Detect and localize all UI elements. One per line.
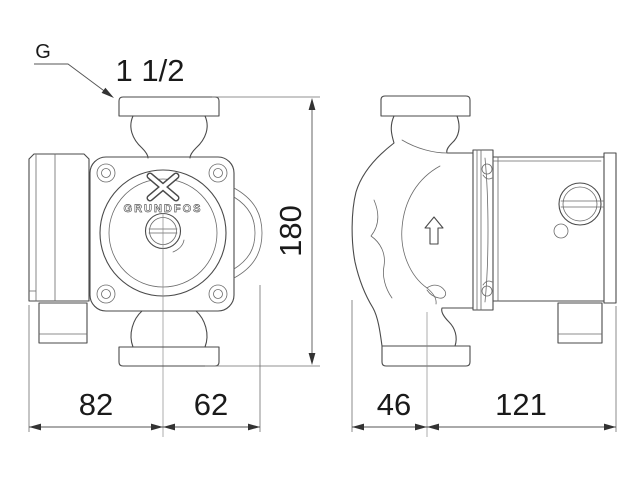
dim-value-121: 121: [495, 387, 547, 422]
terminal-box-front: [28, 153, 90, 344]
vent-hole: [553, 223, 569, 239]
volute-outline-right: [446, 115, 474, 154]
corner-bolts: [96, 163, 228, 304]
dimension-front-width: 82 62: [28, 285, 261, 432]
pump-body-front: [89, 156, 235, 312]
front-top-port-flange: [118, 96, 220, 117]
volute-outline: [351, 115, 395, 347]
thread-size-label: 1 1/2: [116, 53, 185, 88]
volute-outline-bottom: [441, 307, 474, 347]
grundfos-logo-icon: [146, 172, 180, 202]
front-top-neck: [130, 115, 208, 159]
slotted-plug-icon: [144, 212, 185, 253]
side-view: [351, 95, 617, 437]
side-bottom-port-flange: [381, 345, 471, 367]
motor-plug-icon: [558, 182, 605, 226]
dim-value-46: 46: [377, 387, 411, 422]
front-view: GRUNDFOS: [28, 96, 263, 437]
front-bottom-neck: [130, 310, 208, 348]
dim-value-180: 180: [273, 205, 308, 257]
thread-callout: G 1 1/2: [34, 41, 184, 98]
dimension-side-depth: 46 121: [351, 300, 617, 432]
dim-value-62: 62: [194, 387, 228, 422]
flow-direction-arrow-icon: [424, 216, 444, 245]
volute-inner-lines: [370, 139, 448, 305]
leader-arrowhead: [101, 87, 114, 98]
front-bottom-port-flange: [118, 346, 220, 367]
brand-name: GRUNDFOS: [124, 203, 203, 215]
thread-leader-label: G: [35, 41, 51, 63]
leader-line: [34, 63, 112, 97]
clamp-ring: [472, 149, 494, 311]
housing-right-bulge: [233, 187, 263, 279]
terminal-box-side: [557, 302, 603, 344]
side-top-port-flange: [380, 95, 471, 117]
motor-housing: [492, 152, 617, 344]
dim-value-82: 82: [79, 387, 113, 422]
dimension-height-180: 180: [205, 96, 320, 367]
